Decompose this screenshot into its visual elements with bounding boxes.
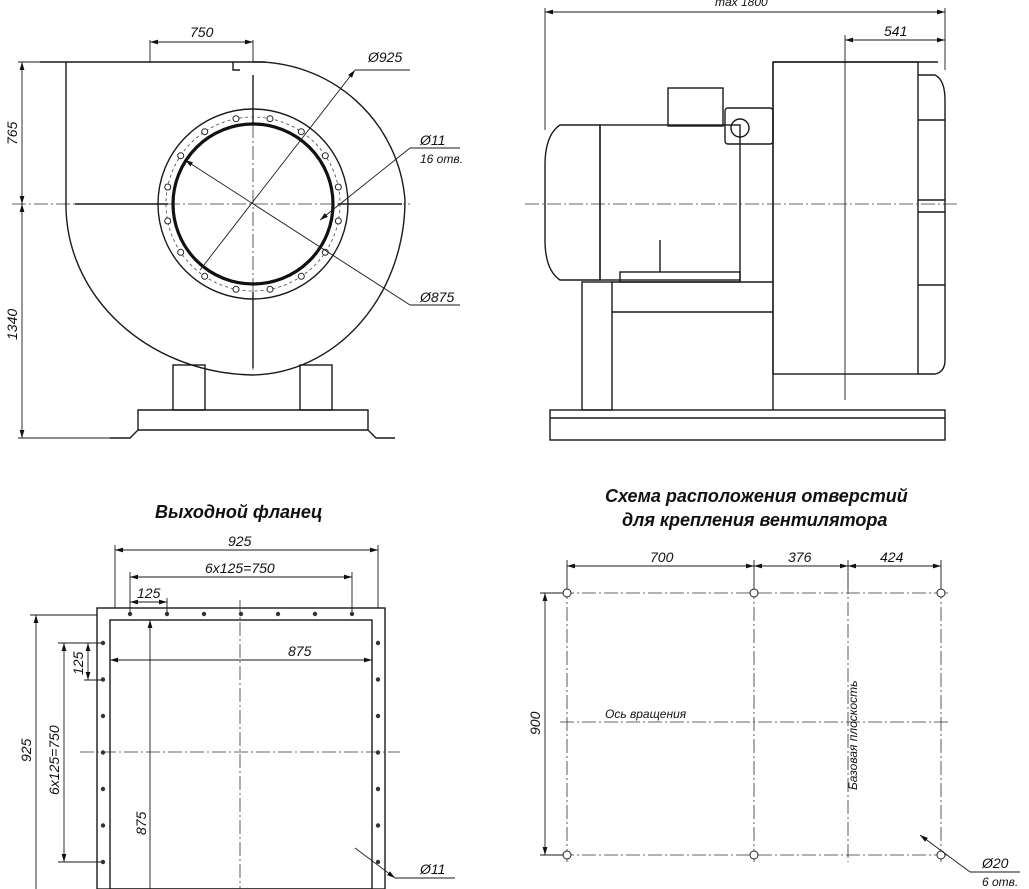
outlet-flange-title: Выходной фланец — [155, 502, 323, 522]
outlet-flange-hole — [238, 611, 244, 617]
flange-bolt-hole — [201, 128, 209, 136]
flange-bolt-hole — [232, 285, 240, 293]
mount-title-line1: Схема расположения отверстий — [605, 486, 908, 506]
dim-750: 750 — [190, 24, 214, 40]
flange-bolt-hole — [177, 248, 185, 256]
mount-hole — [749, 588, 759, 598]
dim-max1800: max 1800 — [715, 0, 768, 9]
outlet-flange-hole — [100, 677, 106, 682]
mount-title-line2: для крепления вентилятора — [622, 510, 887, 530]
outlet-flange-hole — [375, 713, 381, 719]
outlet-flange-hole — [375, 750, 381, 755]
terminal-box — [667, 87, 724, 127]
outlet-flange-hole — [375, 640, 381, 646]
dim-376: 376 — [788, 549, 812, 565]
holes-16: 16 отв. — [420, 152, 463, 166]
dim-125-v: 125 — [70, 651, 86, 675]
outlet-flange-hole — [201, 611, 207, 617]
outlet-flange-hole — [275, 611, 281, 617]
dim-900: 900 — [527, 711, 543, 735]
flange-bolt-hole — [334, 217, 342, 225]
left-support-leg — [172, 364, 206, 411]
dim-925-v: 925 — [18, 738, 34, 762]
outlet-flange-hole — [312, 611, 318, 617]
outlet-flange-hole — [349, 611, 355, 617]
dim-765: 765 — [4, 121, 20, 145]
dim-pitch-h: 6x125=750 — [205, 560, 275, 576]
outlet-flange-hole — [375, 823, 381, 828]
holes-6: 6 отв. — [982, 875, 1018, 889]
flange-bolt-holes — [164, 115, 342, 293]
motor-body — [599, 124, 741, 281]
dim-541: 541 — [884, 23, 907, 39]
mounting-scheme-view: Схема расположения отверстий для креплен… — [527, 486, 1020, 889]
flange-bolt-hole — [334, 183, 342, 191]
leader-d20 — [919, 834, 971, 873]
flange-bolt-hole — [164, 217, 172, 225]
inlet-bell — [918, 74, 946, 375]
mount-hole — [562, 850, 572, 860]
cable-gland — [730, 118, 750, 138]
outlet-flange-hole — [100, 713, 106, 719]
mount-hole — [749, 850, 759, 860]
mount-holes — [562, 588, 946, 860]
right-support-leg — [299, 364, 333, 411]
flange-bolt-hole — [297, 272, 305, 280]
leader-d11 — [319, 147, 411, 221]
leader-d925 — [199, 69, 356, 271]
outlet-flange-hole — [100, 859, 106, 865]
front-view: 750 765 1340 Ø925 Ø11 16 отв. Ø875 — [4, 24, 463, 439]
rotation-axis-label: Ось вращения — [605, 707, 687, 721]
dim-pitch-v: 6x125=750 — [46, 725, 62, 795]
flange-bolt-hole — [297, 128, 305, 136]
leader-flange-d11 — [354, 847, 396, 879]
flange-bolt-hole — [266, 115, 274, 123]
dim-875-v: 875 — [133, 811, 149, 835]
dia-11: Ø11 — [419, 132, 445, 148]
dia-875: Ø875 — [419, 289, 454, 305]
inlet-opening — [171, 122, 335, 286]
outlet-flange-hole — [100, 786, 106, 792]
dia-20: Ø20 — [981, 855, 1009, 871]
inlet-flange-outer — [157, 108, 349, 300]
outlet-flange-hole — [375, 677, 381, 682]
flange-bolt-hole — [321, 152, 329, 160]
outlet-flange-view: Выходной фланец 925 6x125=750 125 875 92… — [18, 502, 455, 889]
flange-holes — [100, 611, 381, 865]
flange-outer — [96, 607, 386, 889]
base-plate-side — [549, 409, 946, 441]
dim-700: 700 — [650, 549, 674, 565]
flange-opening — [109, 619, 373, 889]
motor-end-cap — [544, 124, 601, 281]
flange-bolt-hole — [164, 183, 172, 191]
frame-leg-left — [581, 281, 613, 411]
scroll-housing-side — [772, 61, 919, 375]
side-view: max 1800 541 — [525, 0, 960, 441]
flange-dia-11: Ø11 — [419, 861, 445, 877]
outlet-flange-hole — [100, 640, 106, 646]
cutoff-tongue — [232, 62, 240, 71]
flange-bolt-hole — [232, 115, 240, 123]
dim-125-h: 125 — [137, 585, 161, 601]
outlet-flange-hole — [100, 823, 106, 828]
dim-875-h: 875 — [288, 643, 312, 659]
flange-bolt-hole — [201, 272, 209, 280]
dia-925: Ø925 — [367, 49, 402, 65]
flange-bolt-hole — [177, 152, 185, 160]
dim-925-h: 925 — [228, 533, 252, 549]
mount-hole — [562, 588, 572, 598]
mount-hole — [936, 588, 946, 598]
dim-424: 424 — [880, 549, 904, 565]
base-plane-label: Базовая плоскость — [846, 681, 860, 790]
scroll-housing — [65, 61, 406, 376]
outlet-flange-hole — [127, 611, 133, 617]
outlet-flange-hole — [100, 750, 106, 755]
base-frame — [110, 409, 395, 439]
flange-bolt-hole — [266, 285, 274, 293]
outlet-flange-hole — [375, 786, 381, 792]
outlet-flange-hole — [375, 859, 381, 865]
dim-1340: 1340 — [4, 309, 20, 340]
leader-d875 — [184, 159, 411, 306]
